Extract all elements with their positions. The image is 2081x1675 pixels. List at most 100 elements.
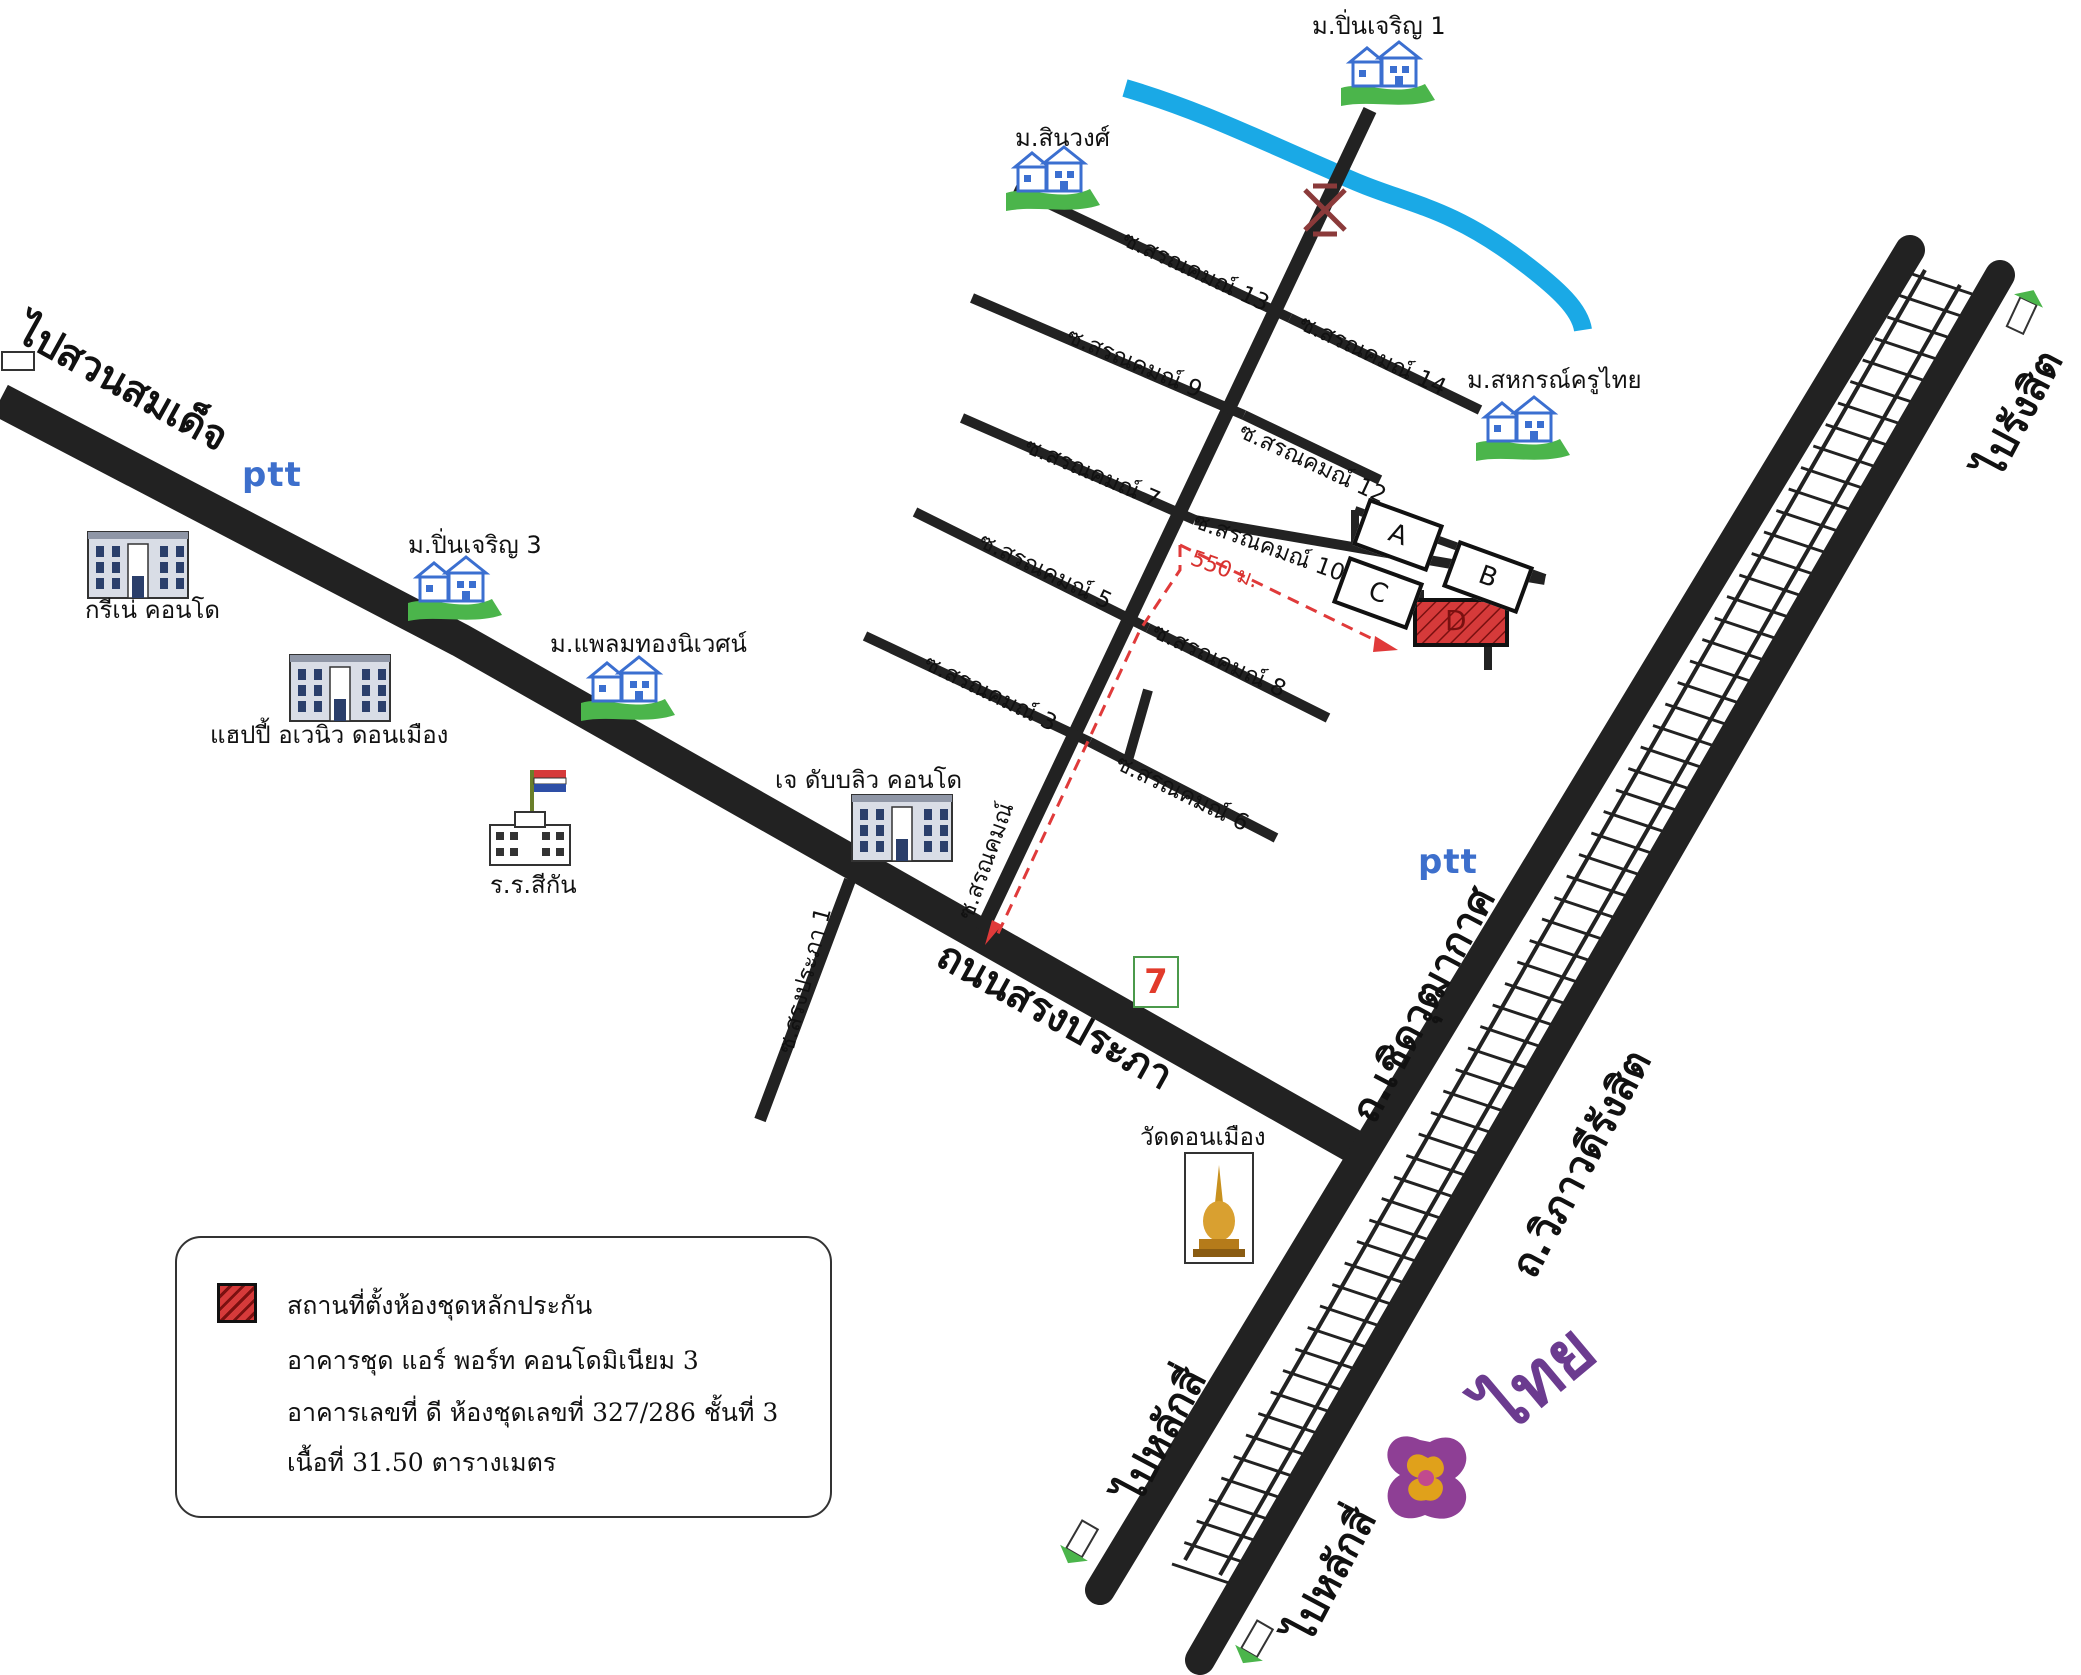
railway-tie <box>1208 1498 1270 1521</box>
railway-tie <box>1627 767 1689 790</box>
place-green-condo: กรีเน่ คอนโด <box>85 596 221 624</box>
railway-tie <box>1245 1433 1307 1457</box>
soi-song-prapa-1 <box>754 877 856 1123</box>
railway-tie <box>1566 874 1628 898</box>
place-jw-condo: เจ ดับบลิว คอนโด <box>775 766 963 794</box>
railway-ties <box>1171 272 1973 1586</box>
railway-tie <box>1529 939 1591 962</box>
railway-tie <box>1196 1519 1258 1543</box>
route-arrow-down <box>985 920 1002 945</box>
ptt-logo-2: ptt <box>1418 842 1478 882</box>
railway-tie <box>1788 487 1850 511</box>
railway-tie <box>1911 272 1973 296</box>
ptt-logo-1: ptt <box>242 455 302 495</box>
place-school: ร.ร.สีกัน <box>490 871 577 899</box>
railway-tie <box>1344 1261 1406 1285</box>
railway-tie <box>1467 1046 1529 1070</box>
route-to-building <box>1179 543 1386 647</box>
village-house-icon <box>1476 395 1570 461</box>
railway-tie <box>1356 1240 1418 1263</box>
railway-tie <box>1615 788 1677 812</box>
railway-tie <box>1640 745 1702 769</box>
soi-5-line <box>912 507 1151 633</box>
railway-tie <box>1368 1218 1430 1242</box>
railway-tie <box>1504 982 1566 1005</box>
village-house-icon <box>581 655 675 721</box>
seven-eleven-icon: 7 <box>1133 956 1179 1008</box>
railway-tie <box>1257 1412 1319 1435</box>
thai-airways-logo <box>1387 1436 1467 1519</box>
soi-9-line <box>970 293 1246 420</box>
railway-tie <box>1590 831 1652 855</box>
song-prapa-road <box>0 384 1369 1165</box>
railway-tie <box>1553 896 1615 919</box>
railway-tie <box>1677 681 1739 704</box>
railway-tie <box>1849 380 1911 403</box>
legend-box: สถานที่ตั้งห้องชุดหลักประกัน อาคารชุด แอ… <box>175 1236 832 1518</box>
railway-tie <box>1874 337 1936 360</box>
vibhavadi-road <box>1185 260 2015 1675</box>
place-pin-charoen-3: ม.ปิ่นเจริญ 3 <box>408 531 542 559</box>
place-pin-charoen-1: ม.ปิ่นเจริญ 1 <box>1312 12 1446 40</box>
soi-8-line <box>1145 623 1331 723</box>
railway-tie <box>1430 1111 1492 1134</box>
place-happy-avenue: แฮปปี้ อเวนิว ดอนเมือง <box>210 721 449 749</box>
school-icon <box>489 770 571 866</box>
temple-icon <box>1184 1152 1254 1264</box>
railway-tie <box>1455 1068 1517 1091</box>
arrow-down-left-icon-2 <box>1235 1619 1275 1664</box>
railway-tie <box>1899 294 1961 317</box>
soi-6-line <box>1087 737 1279 843</box>
railway-tie <box>1405 1154 1467 1177</box>
choet-wutthakat-road <box>1085 235 1925 1605</box>
railway-tie <box>1233 1455 1295 1478</box>
legend-line-3: เนื้อที่ 31.50 ตารางเมตร <box>287 1448 557 1477</box>
railway-tie <box>1763 530 1825 554</box>
railway-tie <box>1862 358 1924 382</box>
place-sinwong: ม.สินวงศ์ <box>1015 124 1110 152</box>
village-house-icon <box>1341 40 1435 106</box>
legend-line-1: อาคารชุด แอร์ พอร์ท คอนโดมิเนียม 3 <box>287 1346 699 1375</box>
railway-tie <box>1492 1003 1554 1027</box>
village-house-icon <box>1006 145 1100 211</box>
soi-soranakhom-main <box>975 107 1377 933</box>
railway-tie <box>1307 1326 1369 1349</box>
legend-line-2: อาคารเลขที่ ดี ห้องชุดเลขที่ 327/286 ชั้… <box>287 1398 779 1427</box>
condo-building-icon <box>289 654 391 722</box>
railway-tie <box>1664 702 1726 726</box>
railway-tie <box>1751 552 1813 575</box>
railway-tie <box>1220 1476 1282 1500</box>
railway-tie <box>1800 466 1862 489</box>
village-house-icon <box>408 555 502 621</box>
arrow-left-icon <box>1 351 35 371</box>
railway-tie <box>1603 810 1665 833</box>
railway-tie <box>1825 423 1887 446</box>
railway-tie <box>1381 1197 1443 1220</box>
railway-tie <box>1319 1304 1381 1328</box>
railway-tie <box>1294 1347 1356 1371</box>
railway-rail-right <box>1218 284 1962 1576</box>
arrow-up-right-icon <box>2005 290 2044 336</box>
railway-tie <box>1837 401 1899 425</box>
route-arrow-right <box>1373 636 1398 652</box>
legend-swatch-icon <box>217 1283 257 1323</box>
railway-tie <box>1701 638 1763 661</box>
railway-tie <box>1418 1132 1480 1156</box>
railway-tie <box>1516 960 1578 984</box>
railway-tie <box>1714 616 1776 640</box>
canal <box>1122 79 1592 333</box>
building-d-label: D <box>1445 604 1467 637</box>
railway-tie <box>1393 1175 1455 1199</box>
railway-tie <box>1541 917 1603 941</box>
route-to-main-road <box>993 545 1182 941</box>
arrow-down-left-icon <box>1060 1519 1100 1564</box>
soi-7-line <box>959 413 1198 525</box>
legend-title: สถานที่ตั้งห้องชุดหลักประกัน <box>287 1291 593 1320</box>
condo-building-icon <box>87 531 189 599</box>
village-icons <box>408 40 1570 721</box>
railway-tie <box>1689 659 1751 683</box>
railway-tie <box>1652 724 1714 747</box>
condo-building-icon <box>851 794 953 862</box>
railway-tie <box>1442 1089 1504 1113</box>
